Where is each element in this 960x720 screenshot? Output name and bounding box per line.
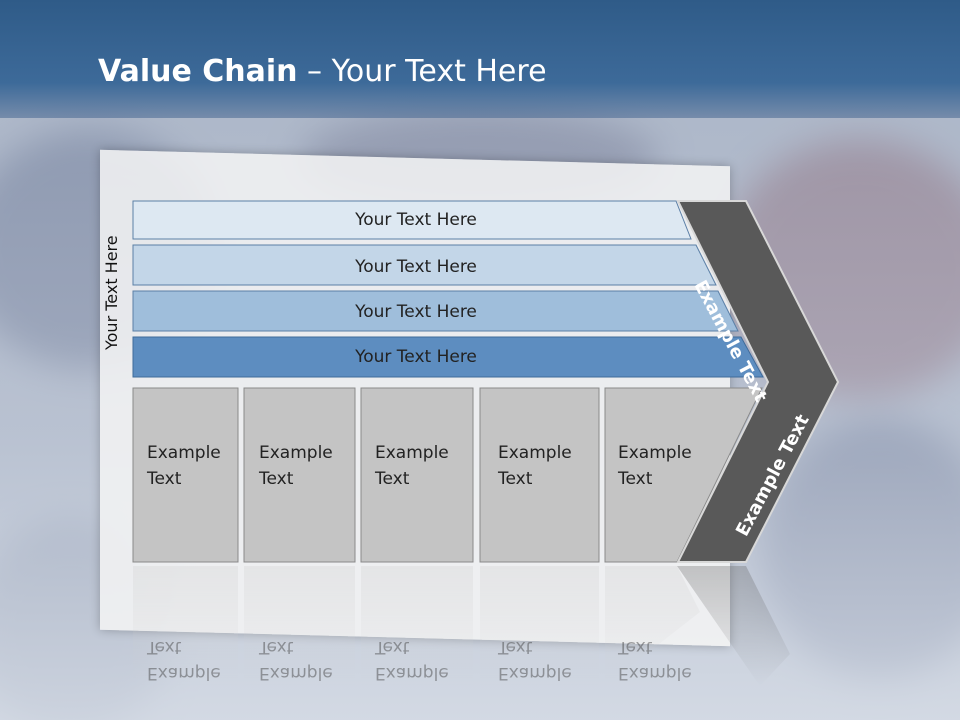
side-axis-label: Your Text Here [102,235,121,350]
box-4-line2: Text [498,469,533,489]
box-5-line2: Text [618,469,653,489]
slide-title: Value Chain – Your Text Here [98,54,547,89]
box-5-line1: Example [618,443,692,463]
title-bar [0,0,960,118]
box-4[interactable] [479,387,600,563]
box-2-reflection-line1: Example [259,663,333,683]
box-2-line2: Text [259,469,294,489]
box-1-reflection: Example Text [147,634,221,686]
box-4-reflection: Example Text [498,634,572,686]
box-2-line1: Example [259,443,333,463]
bar-1-label: Your Text Here [355,210,477,230]
bar-2-label: Your Text Here [355,257,477,277]
box-1-line1: Example [147,443,221,463]
chevron-arrow[interactable] [676,200,840,563]
bar-4-label: Your Text Here [355,347,477,367]
title-bold: Value Chain [98,54,298,89]
box-5-reflection: Example Text [618,634,692,686]
box-2[interactable] [243,387,356,563]
bar-2[interactable] [132,244,717,286]
box-4-reflection-line2: Text [498,637,533,657]
box-4-reflection-line1: Example [498,663,572,683]
bar-1[interactable] [132,200,692,240]
bar-3[interactable] [132,290,739,332]
bar-4[interactable] [132,336,764,378]
box-3-line1: Example [375,443,449,463]
box-5-reflection-line2: Text [618,637,653,657]
box-3-reflection-line2: Text [375,637,410,657]
reflection [133,566,790,686]
box-2-reflection-line2: Text [259,637,294,657]
box-1[interactable] [132,387,239,563]
box-2-reflection: Example Text [259,634,333,686]
box-1-line2: Text [147,469,182,489]
box-3[interactable] [360,387,474,563]
title-rest: – Your Text Here [297,54,547,89]
box-3-reflection-line1: Example [375,663,449,683]
box-1-reflection-line2: Text [147,637,182,657]
box-5-reflection-line1: Example [618,663,692,683]
box-3-reflection: Example Text [375,634,449,686]
box-3-line2: Text [375,469,410,489]
bar-3-label: Your Text Here [355,302,477,322]
box-4-line1: Example [498,443,572,463]
box-1-reflection-line1: Example [147,663,221,683]
